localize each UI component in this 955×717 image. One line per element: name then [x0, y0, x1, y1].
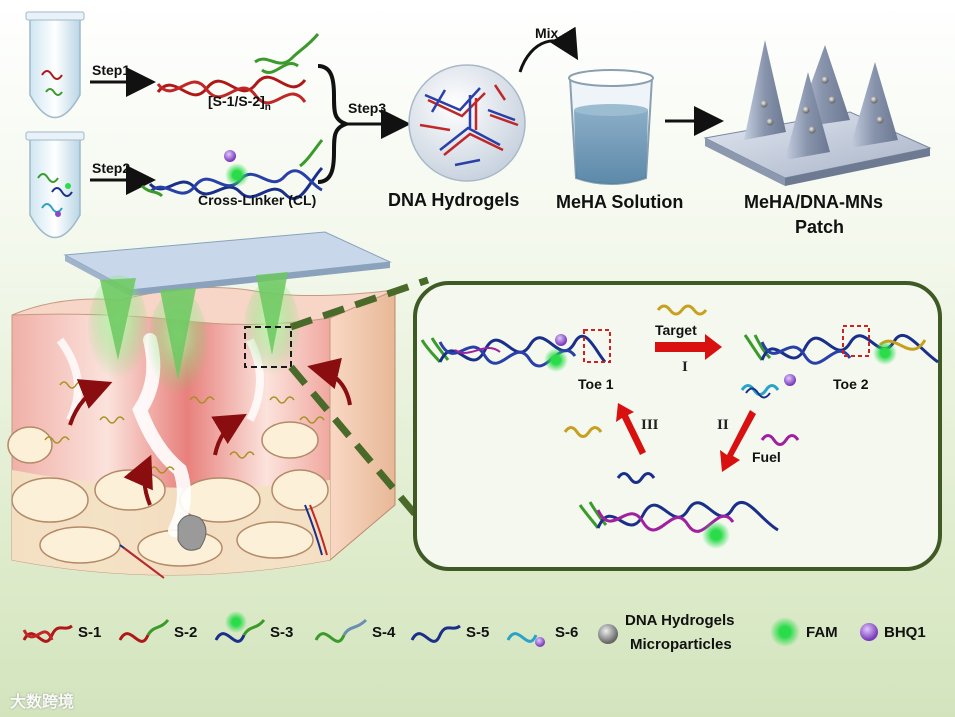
patch-label-1: MeHA/DNA-MNs — [744, 192, 883, 212]
legend-s1: S-1 — [78, 624, 102, 641]
arrow-ii — [720, 410, 756, 472]
meha-beaker — [568, 69, 654, 185]
tube-1 — [25, 11, 85, 119]
duplex-bottom — [578, 500, 779, 549]
dna-hydrogel-sphere — [408, 64, 526, 182]
roman-i-label: I — [682, 359, 688, 375]
fuel-label: Fuel — [752, 449, 781, 465]
meha-solution-label: MeHA Solution — [556, 192, 684, 212]
toe1-label: Toe 1 — [578, 376, 614, 392]
step1-label: Step1 — [92, 62, 131, 78]
legend-graphics — [22, 618, 538, 643]
legend-s3: S-3 — [270, 624, 294, 641]
brace — [317, 64, 353, 184]
roman-iii-label: III — [641, 417, 659, 433]
legend-hydrogel-line1: DNA Hydrogels — [625, 612, 735, 629]
duplex-toe2 — [743, 325, 939, 365]
arrow-i — [655, 334, 722, 360]
watermark: 大数跨境 — [10, 694, 75, 711]
cross-linker-helix — [140, 139, 324, 201]
step3-label: Step3 — [348, 100, 387, 116]
mix-arrow — [518, 26, 579, 73]
legend-s4: S-4 — [372, 624, 396, 641]
legend-fam: FAM — [806, 624, 838, 641]
target-label: Target — [655, 322, 697, 338]
dna-hydrogels-label: DNA Hydrogels — [388, 190, 520, 210]
s1s2-label: [S-1/S-2]n — [208, 93, 271, 113]
roman-ii-label: II — [717, 417, 729, 433]
patch-label-2: Patch — [795, 217, 845, 237]
target-strand — [656, 304, 708, 316]
arrow-iii — [616, 403, 646, 455]
legend-bhq1 — [860, 623, 878, 641]
legend-bhq1-label: BHQ1 — [884, 624, 926, 641]
legend-s3-fam-core — [232, 618, 240, 626]
skin-block — [7, 287, 396, 579]
patch-on-skin — [63, 231, 392, 400]
legend-s5: S-5 — [466, 624, 490, 641]
legend-s6: S-6 — [555, 624, 579, 641]
legend-s2: S-2 — [174, 624, 198, 641]
s1-s2-polymer — [156, 33, 320, 105]
step2-label: Step2 — [92, 160, 131, 176]
legend-fam-core — [779, 626, 791, 638]
fuel-strand — [760, 434, 800, 446]
released-target — [563, 426, 603, 438]
duplex-toe1 — [420, 329, 611, 372]
legend-s6-bhq — [535, 637, 545, 647]
released-s5 — [616, 472, 656, 484]
mn-patch — [703, 40, 932, 186]
zoom-box — [244, 326, 292, 368]
cross-linker-label: Cross-Linker (CL) — [198, 192, 317, 208]
tube-2 — [25, 131, 85, 239]
zoom-line-top — [289, 276, 430, 331]
legend-hydrogel-line2: Microparticles — [630, 636, 732, 653]
legend-hydrogel-particle — [598, 624, 618, 644]
released-s6 — [740, 374, 796, 399]
toe2-label: Toe 2 — [833, 376, 869, 392]
mix-label: Mix — [535, 25, 559, 41]
